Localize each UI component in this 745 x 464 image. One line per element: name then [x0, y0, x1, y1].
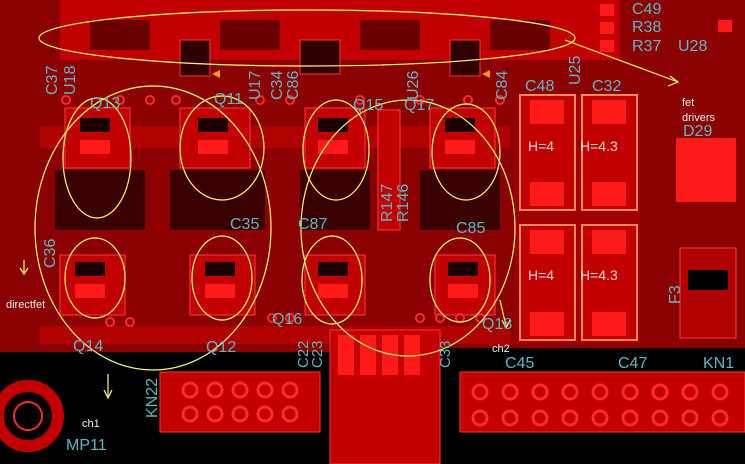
label-u26: U26 [405, 71, 422, 100]
label-r147: R147 [379, 184, 396, 222]
board-edge-left [0, 0, 40, 352]
annotation-ellipse-fet-drivers [38, 9, 576, 67]
label-c23: C23 [309, 340, 326, 368]
annotation-notes: fet drivers directfet ch1 ch2 [6, 97, 716, 430]
label-c32: C32 [592, 78, 621, 95]
arrow-fet-drivers [564, 39, 679, 83]
right-upper-pads [600, 4, 732, 52]
label-c85: C85 [456, 220, 485, 237]
label-c86: C86 [285, 71, 302, 100]
note-directfet: directfet [6, 299, 45, 311]
label-c37: C37 [44, 66, 61, 95]
pin1-marker-2 [482, 70, 490, 78]
label-q17: Q17 [404, 97, 434, 114]
annotation-ellipse-ch2 [300, 99, 516, 357]
annotation-ellipse-ch1 [34, 85, 272, 371]
label-c45: C45 [505, 355, 534, 372]
annotation-outlines [19, 9, 680, 400]
label-u17: U17 [247, 71, 264, 100]
label-q13: Q13 [90, 95, 120, 112]
label-height-2: H=4.3 [580, 138, 618, 154]
label-c48: C48 [525, 78, 554, 95]
label-u18: U18 [62, 66, 79, 95]
pin1-marker [212, 70, 220, 78]
label-height-1: H=4 [528, 138, 554, 154]
bottom-connectors [0, 329, 745, 464]
label-c47: C47 [618, 355, 647, 372]
label-c84: C84 [494, 71, 511, 100]
arrow-ch2 [499, 299, 507, 327]
label-d29: D29 [683, 123, 712, 140]
label-kn1: KN1 [703, 355, 734, 372]
label-c22: C22 [295, 340, 312, 368]
silkscreen-labels: C49 R38 R37 U28 C37 U18 U17 C34 C86 U26 … [42, 1, 734, 454]
label-mp11: MP11 [66, 437, 107, 454]
label-kn22: KN22 [144, 378, 161, 418]
label-c33: C33 [437, 340, 454, 368]
label-u28: U28 [678, 38, 707, 55]
label-q16: Q16 [272, 311, 302, 328]
label-c34: C34 [269, 71, 286, 100]
clearance-areas [55, 170, 500, 230]
fuse-f3-window [688, 270, 728, 290]
label-q15: Q15 [353, 97, 383, 114]
note-drivers: drivers [682, 112, 716, 124]
note-fet: fet [682, 97, 694, 109]
label-q18: Q18 [482, 316, 512, 333]
label-height-3: H=4 [528, 267, 554, 283]
label-q14: Q14 [73, 338, 103, 355]
fet-footprints [59, 107, 496, 316]
note-ch2: ch2 [492, 343, 510, 355]
label-r38: R38 [632, 19, 661, 36]
label-q12: Q12 [206, 339, 236, 356]
label-c36: C36 [42, 239, 59, 268]
note-ch1: ch1 [82, 418, 100, 430]
label-c49: C49 [632, 1, 661, 18]
label-r37: R37 [632, 38, 661, 55]
capacitor-block [515, 94, 640, 345]
resistor-column [377, 109, 401, 231]
label-c35: C35 [230, 216, 259, 233]
label-u25: U25 [567, 56, 584, 85]
label-r146: R146 [395, 184, 412, 222]
label-height-4: H=4.3 [580, 267, 618, 283]
diode-d29-body [676, 138, 736, 202]
label-q11: Q11 [214, 91, 243, 108]
label-f3: F3 [667, 285, 684, 304]
fuse-f3-body [679, 247, 737, 339]
label-c87: C87 [298, 216, 327, 233]
